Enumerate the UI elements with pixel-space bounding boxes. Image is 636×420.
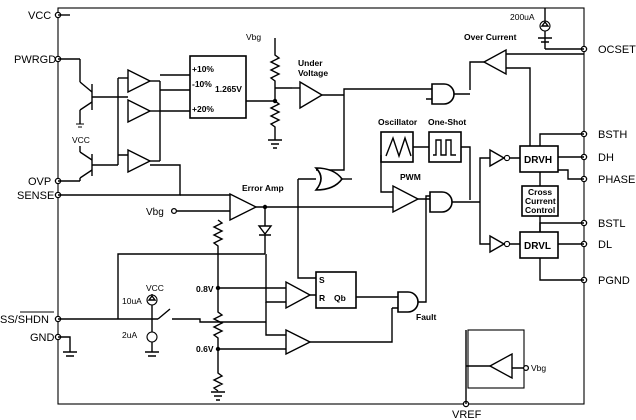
clamp-diode [257,204,273,254]
vbg-err-label: Vbg [146,207,164,218]
pin-bstl-label: BSTL [598,218,626,230]
chip-outline [57,7,585,405]
ref-p10: +10% [192,64,214,74]
vref-buffer-box [467,329,525,389]
fault-label: Fault [416,312,436,322]
low-side-buffer [479,202,520,254]
vcc-ovp-label: VCC [72,135,90,145]
high-side-buffer [479,148,520,202]
window-comparator-1 [118,68,160,94]
ref-p20: +20% [192,104,214,114]
error-amp-label: Error Amp [242,183,284,193]
pin-phase-label: PHASE [598,174,635,186]
pin-vcc: VCC [28,10,62,22]
latch-qb: Qb [334,293,346,303]
i10-label: 10uA [122,296,142,306]
cross-current-box [521,185,559,217]
pin-sense: SENSE [17,190,62,202]
pwm-comparator [380,155,430,214]
pin-dl-label: DL [598,239,612,251]
window-comparator-2 [127,98,160,124]
ovp-transistor: VCC [58,135,118,182]
latch-r: R [319,293,325,303]
one-shot-label: One-Shot [428,117,466,127]
drvl-label: DRVL [524,241,551,252]
v06-label: 0.6V [196,344,214,354]
i200-current-source [538,8,584,50]
ref-v1265: 1.265V [215,84,242,94]
over-current-label: Over Current [464,32,517,42]
fault-and-gate [392,195,430,313]
fault-comparator-1 [218,254,316,310]
fault-comparator-2 [218,302,393,356]
cross-label-1: Cross [528,187,552,197]
vcc-ss-label: VCC [146,283,164,293]
one-shot-box [428,131,462,163]
pin-sense-label: SENSE [17,190,54,202]
i10-current-source [146,294,158,319]
pin-vcc-label: VCC [28,10,51,22]
pin-phase: PHASE [580,174,635,186]
over-current-comparator [469,48,584,157]
under-voltage-comparator [292,80,344,110]
pin-bsth: BSTH [580,129,627,141]
under-voltage-label-2: Voltage [298,68,328,78]
v08-label: 0.8V [196,284,214,294]
pin-ovp-label: OVP [28,176,51,188]
gnd-symbol [58,336,77,357]
ref-m10: -10% [192,79,212,89]
oscillator-label: Oscillator [378,117,418,127]
pin-ocset: OCSET [580,44,636,56]
or-gate [314,167,352,191]
pin-bstl: BSTL [580,218,626,230]
i2-current-source [145,319,159,357]
drvl-box [519,231,559,259]
i200-label: 200uA [510,12,535,22]
under-voltage-label-1: Under [298,58,323,68]
cross-label-3: Control [525,205,555,215]
cross-label-2: Current [525,196,556,206]
pin-pwrgd-label: PWRGD [14,54,56,66]
vbg-vref-label: Vbg [531,363,546,373]
pin-pwrgd: PWRGD [14,54,62,66]
latch-s: S [319,275,325,285]
pin-vref-label: VREF [452,409,482,420]
pin-ocset-label: OCSET [598,44,636,56]
sr-latch [315,271,357,309]
pin-dh-label: DH [598,152,614,164]
pin-gnd-label: GND [30,332,55,344]
bias-divider [211,219,225,401]
i2-label: 2uA [122,330,137,340]
pwm-and-gate [429,191,480,213]
pin-dh: DH [580,152,614,164]
pin-ss-shdn-label: SS/SHDN [0,314,49,326]
drvh-box [519,145,559,173]
vbg-top-label: Vbg [246,32,261,42]
window-comparator-3 [127,148,160,174]
pin-pgnd: PGND [580,275,630,287]
pin-bsth-label: BSTH [598,129,627,141]
error-amp [180,192,393,222]
pwm-label: PWM [400,172,421,182]
drvh-label: DRVH [524,155,552,166]
pin-ss-shdn: SS/SHDN [0,311,62,326]
window-ref-box [189,55,247,119]
pin-pgnd-label: PGND [598,275,630,287]
vbg-resistor-divider [246,38,292,149]
pin-gnd: GND [30,332,62,344]
pin-dl: DL [580,239,612,251]
pwrgd-transistor [58,58,118,128]
pin-ovp: OVP [28,176,62,188]
vref-buffer-amp [465,330,524,404]
